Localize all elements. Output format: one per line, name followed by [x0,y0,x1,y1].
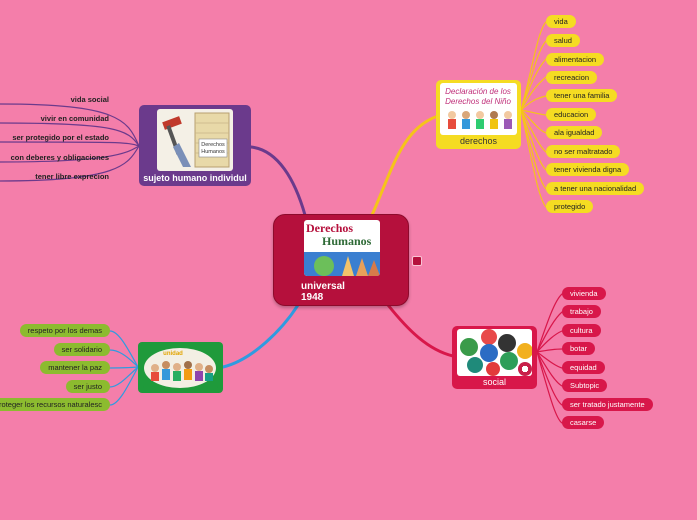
derechos-item[interactable]: salud [546,34,580,47]
unidad-image: unidad [143,346,218,389]
sujeto-item[interactable]: ser protegido por el estado [12,133,109,142]
derechos-item[interactable]: educacion [546,108,597,121]
image-word-1: Derechos [306,221,353,235]
unidad-image-word: unidad [163,351,183,357]
social-item[interactable]: ser tratado justamente [562,398,653,411]
sujeto-humano-node[interactable]: Derechos Humanos sujeto humano individul [139,105,251,186]
central-topic-label: universal 1948 [301,281,345,303]
social-item[interactable]: Subtopic [562,379,608,392]
branch-line-derechos [370,114,440,217]
expand-icon[interactable] [412,256,422,266]
branch-line-sujeto [249,145,307,217]
derechos-item[interactable]: protegido [546,200,594,213]
unidad-item[interactable]: proteger los recursos naturalesc [0,398,110,411]
social-item[interactable]: vivienda [562,287,606,300]
sujeto-item[interactable]: tener libre exprecion [35,172,109,181]
derechos-item[interactable]: alimentacion [546,53,605,66]
sujeto-item[interactable]: con deberes y obligaciones [10,153,109,162]
derechos-item[interactable]: vida [546,15,576,28]
declaracion-image: Declaración de los Derechos del Niño [440,83,517,135]
image-title-line-1: Declaración de los [445,87,511,96]
social-item[interactable]: casarse [562,416,605,429]
image-word-2: Humanos [322,234,372,248]
derechos-node[interactable]: Declaración de los Derechos del Niño der… [436,80,521,149]
social-item[interactable]: trabajo [562,305,601,318]
social-item[interactable]: botar [562,342,596,355]
social-icons-image [457,329,532,376]
unidad-node[interactable]: unidad [138,342,223,393]
sujeto-item[interactable]: vida social [70,95,109,104]
social-item[interactable]: cultura [562,324,601,337]
branch-line-unidad [221,303,300,369]
unidad-item[interactable]: ser solidario [53,343,110,356]
unidad-item[interactable]: respeto por los demas [19,324,110,337]
derechos-item[interactable]: a tener una nacionalidad [546,182,645,195]
derechos-item[interactable]: tener una familia [546,89,618,102]
unidad-item[interactable]: mantener la paz [40,361,110,374]
derechos-item[interactable]: ala igualdad [546,126,603,139]
social-item[interactable]: equidad [562,361,605,374]
social-label: social [482,377,506,387]
sujeto-label: sujeto humano individul [143,173,247,183]
branch-line-social [386,303,455,358]
image-title-line-2: Derechos del Niño [445,97,511,106]
sujeto-image: Derechos Humanos [157,109,233,171]
social-node[interactable]: social [452,326,537,389]
sign-line-2: Humanos [201,149,225,155]
derechos-item[interactable]: tener vivienda digna [546,163,630,176]
unidad-item[interactable]: ser justo [65,380,110,393]
central-topic-node[interactable]: Derechos Humanos universal 1948 [273,214,409,306]
derechos-humanos-image: Derechos Humanos [304,220,380,276]
sujeto-item[interactable]: vivir en comunidad [40,114,109,123]
derechos-item[interactable]: no ser maltratado [546,145,621,158]
derechos-item[interactable]: recreacion [546,71,598,84]
sign-line-1: Derechos [201,142,225,148]
derechos-label: derechos [459,136,498,146]
